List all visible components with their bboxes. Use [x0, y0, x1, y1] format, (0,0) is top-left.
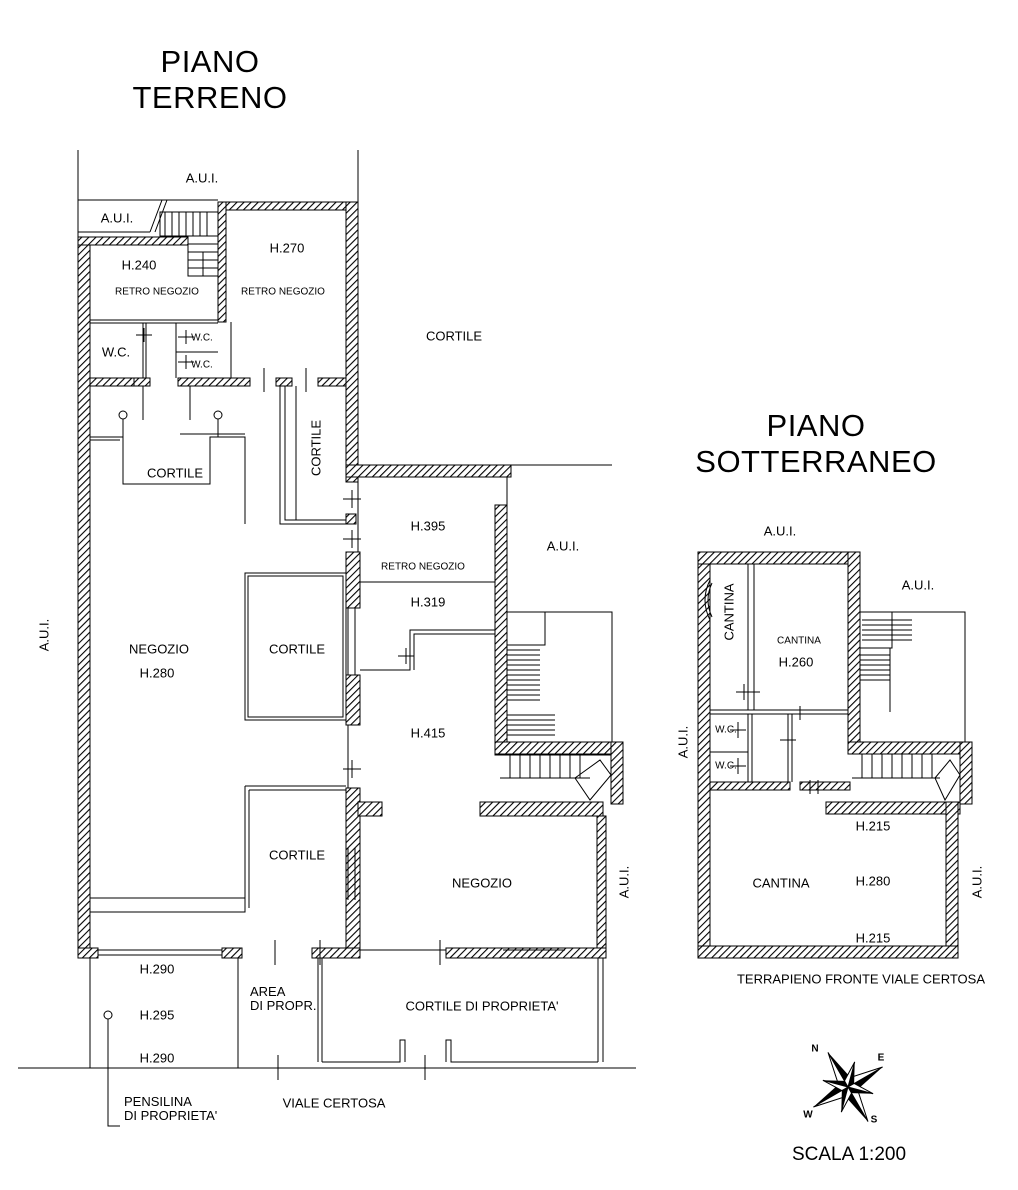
ground-floor-title-line2: TERRENO [132, 80, 288, 115]
label-cortile-big: CORTILE [425, 328, 483, 344]
label-wc-small-2: W.C. [191, 359, 213, 371]
label-negozio-main: NEGOZIO [129, 641, 189, 657]
label-basement-aui-right: A.U.I. [969, 865, 985, 899]
label-retro-negozio-2: RETRO NEGOZIO [241, 286, 325, 298]
label-h290-bottom: H.290 [139, 1050, 175, 1066]
compass-letter-n: N [811, 1043, 819, 1055]
wall-bottom-4 [445, 947, 607, 959]
wall-internal-4 [317, 377, 347, 387]
wall-middle-1 [345, 551, 361, 609]
basement-wall-right [945, 801, 959, 959]
label-h215-top: H.215 [855, 818, 891, 834]
ground-floor-title-line1: PIANO [160, 44, 260, 79]
label-wc-main: W.C. [101, 344, 131, 360]
wall-stair-bottom [494, 741, 624, 755]
wall-negozio-right [596, 815, 607, 957]
label-h215-bottom: H.215 [855, 930, 891, 946]
wall-stair-right [610, 741, 624, 805]
compass-rose [813, 1052, 883, 1122]
label-aui-top: A.U.I. [185, 170, 219, 186]
basement-title-line1: PIANO [766, 408, 866, 443]
wall-bottom-2 [221, 947, 243, 959]
basement-wall-bottom [697, 945, 959, 959]
label-area-line1: AREA [250, 984, 286, 999]
label-cantina-big: CANTINA [752, 875, 810, 891]
wall-right-upper [345, 201, 359, 483]
label-basement-h280: H.280 [855, 873, 891, 889]
label-aui-left: A.U.I. [36, 618, 52, 652]
label-h260: H.260 [778, 654, 814, 670]
label-area-di-propr: AREA DI PROPR. [250, 985, 316, 1013]
label-h319: H.319 [410, 594, 446, 610]
label-area-line2: DI PROPR. [250, 998, 317, 1013]
label-negozio-right: NEGOZIO [452, 875, 512, 891]
label-cortile-vertical: CORTILE [308, 419, 324, 477]
basement-wall-cantina-top [825, 801, 961, 815]
wall-left [77, 236, 91, 958]
label-cantina-small: CANTINA [777, 635, 821, 647]
wall-internal-2 [177, 377, 251, 387]
label-cantina-vertical: CANTINA [721, 583, 737, 641]
compass-letter-w: W [803, 1109, 813, 1121]
label-cortile-small: CORTILE [146, 465, 204, 481]
label-cortile-proprieta: CORTILE DI PROPRIETA' [405, 998, 559, 1014]
wall-internal-3 [275, 377, 293, 387]
wall-negozio-top [479, 801, 604, 817]
label-h415: H.415 [410, 725, 446, 741]
wall-middle-stub [357, 801, 383, 817]
basement-lines [704, 564, 966, 802]
wall-right-block [494, 504, 508, 756]
compass-letter-e: E [877, 1052, 885, 1064]
label-h295: H.295 [139, 1007, 175, 1023]
label-pensilina: PENSILINA DI PROPRIETA' [124, 1095, 217, 1123]
label-aui-right: A.U.I. [616, 865, 632, 899]
pillar-2 [133, 377, 151, 387]
label-cortile-lower: CORTILE [268, 847, 326, 863]
label-h280: H.280 [139, 665, 175, 681]
label-basement-wc-1: W.C. [715, 724, 737, 736]
label-h270: H.270 [269, 240, 305, 256]
basement-wall-stair-top [847, 741, 973, 755]
label-terrapieno: TERRAPIENO FRONTE VIALE CERTOSA [736, 971, 986, 987]
label-h290-top: H.290 [139, 961, 175, 977]
pillar-1 [345, 513, 357, 525]
basement-title: PIANO SOTTERRANEO [676, 408, 956, 480]
compass-letter-s: S [870, 1114, 878, 1126]
wall-middle-2 [345, 674, 361, 726]
label-aui-mid: A.U.I. [546, 538, 580, 554]
label-pensilina-line2: DI PROPRIETA' [124, 1108, 218, 1123]
label-wc-small-1: W.C. [191, 332, 213, 344]
wall-bottom-3 [311, 947, 361, 959]
label-h395: H.395 [410, 518, 446, 534]
basement-wall-left [697, 551, 711, 959]
label-basement-aui-top: A.U.I. [763, 523, 797, 539]
ground-floor-plan [77, 201, 624, 959]
basement-title-line2: SOTTERRANEO [695, 444, 937, 479]
basement-wall-stair-right [959, 741, 973, 805]
wall-right-step [345, 464, 512, 478]
basement-wall-mid [709, 781, 791, 791]
label-basement-wc-2: W.C. [715, 760, 737, 772]
wall-top-right [217, 201, 359, 211]
label-pensilina-line1: PENSILINA [124, 1094, 192, 1109]
label-h240: H.240 [121, 257, 157, 273]
label-basement-aui-stair: A.U.I. [901, 577, 935, 593]
basement-wall-top [697, 551, 861, 565]
label-viale-certosa: VIALE CERTOSA [282, 1095, 386, 1111]
basement-wall-right-upper [847, 551, 861, 753]
label-retro-negozio-1: RETRO NEGOZIO [115, 286, 199, 298]
ground-floor-lines [18, 150, 636, 1127]
basement-plan [697, 551, 973, 959]
basement-wall-mid-2 [799, 781, 851, 791]
wall-stair-divider [217, 201, 227, 323]
ground-floor-title: PIANO TERRENO [120, 44, 300, 116]
label-retro-negozio-3: RETRO NEGOZIO [381, 561, 465, 573]
wall-bottom-1 [77, 947, 99, 959]
label-cortile-center: CORTILE [268, 641, 326, 657]
scale-label: SCALA 1:200 [791, 1144, 907, 1165]
label-basement-aui-left: A.U.I. [675, 725, 691, 759]
label-aui-stair: A.U.I. [100, 210, 134, 226]
wall-top-left [77, 236, 189, 246]
